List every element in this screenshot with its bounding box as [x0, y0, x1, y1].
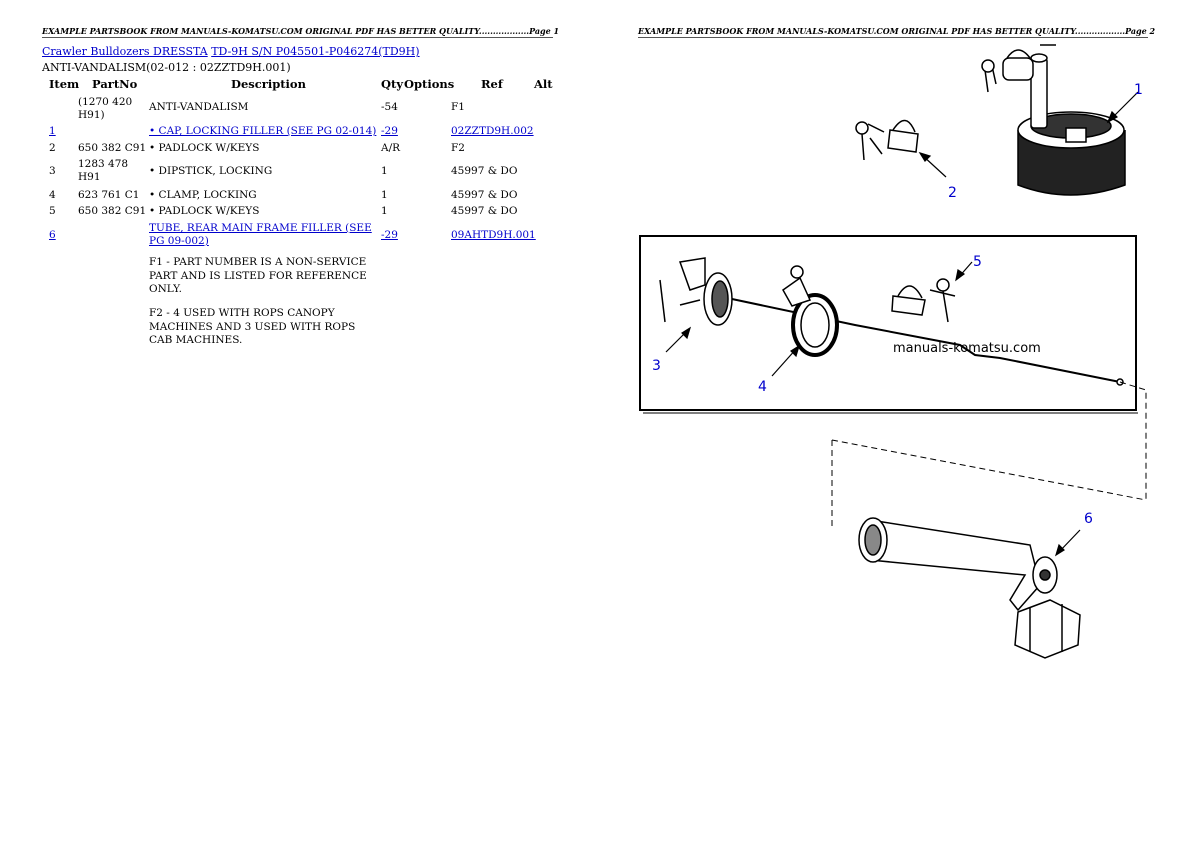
footnote-f1: F1 - PART NUMBER IS A NON-SERVICE PART A…	[149, 256, 367, 295]
callout-5: 5	[973, 254, 982, 270]
row-partno: 650 382 C91	[78, 142, 147, 154]
row-ref-link[interactable]: 02ZZTD9H.002	[451, 125, 534, 137]
parts-illustration: manuals-komatsu.com 1 2 3 4 5 6	[639, 44, 1147, 659]
row-ref: 45997 & DO	[451, 165, 518, 177]
page-title: ANTI-VANDALISM(02-012 : 02ZZTD9H.001)	[42, 61, 291, 74]
breadcrumb: Crawler Bulldozers DRESSTA TD-9H S/N P04…	[42, 45, 420, 58]
row-ref: 45997 & DO	[451, 205, 518, 217]
watermark-text: manuals-komatsu.com	[893, 341, 1041, 356]
row-qty-link[interactable]: -29	[381, 229, 398, 241]
projection-lines	[831, 381, 1147, 530]
row-description: ANTI-VANDALISM	[149, 101, 249, 113]
row-partno: (1270 420 H91)	[78, 96, 133, 121]
footnote-f2: F2 - 4 USED WITH ROPS CANOPY MACHINES AN…	[149, 307, 356, 346]
column-header-ref: Ref	[481, 77, 503, 91]
row-item-link[interactable]: 1	[49, 125, 56, 137]
column-header-description: Description	[231, 77, 306, 91]
row-partno: 650 382 C91	[78, 205, 147, 217]
row-description: • PADLOCK W/KEYS	[149, 142, 260, 154]
page-header-1: EXAMPLE PARTSBOOK FROM MANUALS-KOMATSU.C…	[42, 26, 560, 38]
column-header-partno: PartNo	[92, 77, 138, 91]
row-description: • CLAMP, LOCKING	[149, 189, 257, 201]
row-item: 4	[49, 189, 56, 201]
row-item: 5	[49, 205, 56, 217]
callout-6: 6	[1084, 511, 1093, 527]
column-header-qty: Qty	[381, 77, 404, 91]
callout-leaders	[665, 91, 1139, 557]
callout-3: 3	[652, 358, 661, 374]
callout-2: 2	[948, 185, 957, 201]
callout-4: 4	[758, 379, 767, 395]
row-qty: 1	[381, 205, 388, 217]
filler-tube-drawing	[858, 517, 1081, 659]
filler-cap-drawing	[981, 44, 1126, 196]
row-partno: 1283 478 H91	[78, 158, 129, 183]
row-item: 3	[49, 165, 56, 177]
column-header-item: Item	[49, 77, 80, 91]
row-item: 2	[49, 142, 56, 154]
column-header-alt: Alt	[534, 77, 553, 91]
row-ref: 45997 & DO	[451, 189, 518, 201]
breadcrumb-link-serial[interactable]: TD-9H S/N P045501-P046274(TD9H)	[211, 45, 420, 58]
row-qty: 1	[381, 165, 388, 177]
row-item-link[interactable]: 6	[49, 229, 56, 241]
row-partno: 623 761 C1	[78, 189, 140, 201]
row-ref-link[interactable]: 09AHTD9H.001	[451, 229, 536, 241]
row-ref: F2	[451, 142, 465, 154]
row-description-link[interactable]: • CAP, LOCKING FILLER (SEE PG 02-014)	[149, 125, 377, 137]
callout-1: 1	[1134, 82, 1143, 98]
column-header-options: Options	[404, 77, 455, 91]
row-description: • DIPSTICK, LOCKING	[149, 165, 273, 177]
breadcrumb-link-model[interactable]: Crawler Bulldozers DRESSTA	[42, 45, 208, 58]
row-description-link[interactable]: TUBE, REAR MAIN FRAME FILLER (SEE PG 09-…	[149, 222, 372, 247]
row-qty: -54	[381, 101, 398, 113]
clamp-drawing	[782, 265, 839, 357]
row-description: • PADLOCK W/KEYS	[149, 205, 260, 217]
padlock-drawing-item5	[891, 278, 956, 323]
padlock-drawing	[855, 119, 919, 161]
row-qty-link[interactable]: -29	[381, 125, 398, 137]
page-header-2: EXAMPLE PARTSBOOK FROM MANUALS-KOMATSU.C…	[638, 26, 1156, 38]
row-qty: 1	[381, 189, 388, 201]
row-qty: A/R	[381, 142, 401, 154]
row-ref: F1	[451, 101, 465, 113]
